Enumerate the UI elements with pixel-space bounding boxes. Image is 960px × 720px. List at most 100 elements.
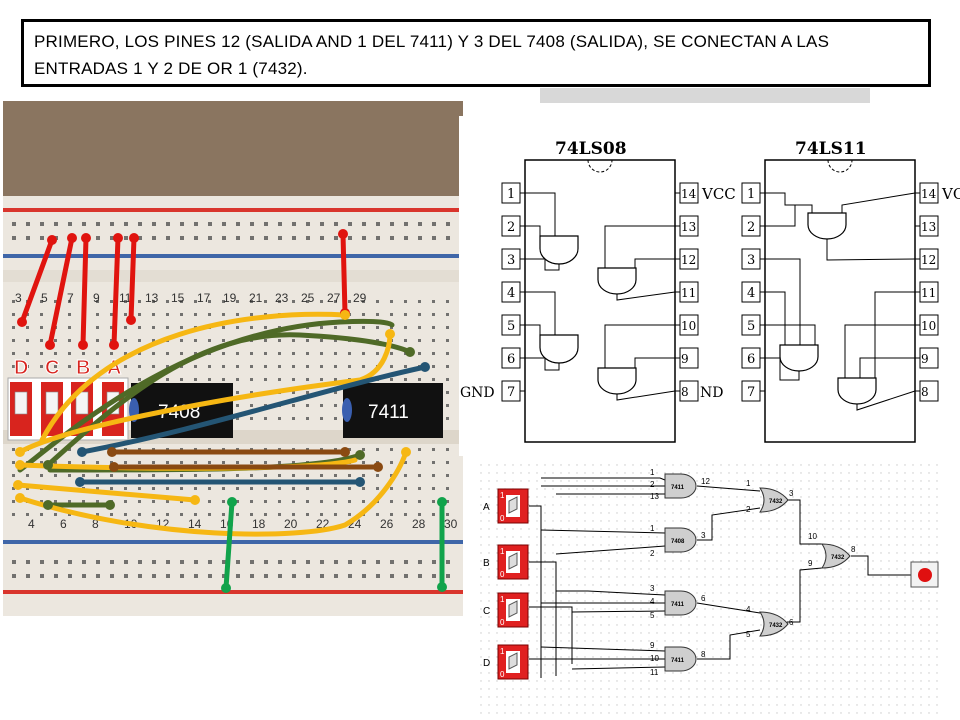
gate-pin: 2 [746,505,751,514]
pinout-74ls11: 74LS111234567141312111098VCCND [700,139,960,443]
instruction-banner: PRIMERO, LOS PINES 12 (SALIDA AND 1 DEL … [21,19,931,87]
switch-on-label: 1 [500,595,505,604]
gate-pin: 4 [650,597,655,606]
pin-label: 8 [681,385,689,399]
pin-label: 7 [747,385,755,400]
input-name: C [483,606,490,617]
or-gate-or2: 7432 4 5 6 [746,605,794,639]
gate-pin: 2 [650,549,655,558]
chip-title: 74LS11 [795,139,867,159]
gate-pin: 5 [650,611,655,620]
gate-label: 7411 [671,485,685,491]
gate-label: 7432 [769,499,783,505]
pin-label: 12 [921,253,936,267]
pin-label: 5 [747,319,755,334]
gate-pin-out: 6 [789,618,794,627]
pin-label: 11 [681,286,696,300]
switch-off-label: 0 [500,514,505,523]
pin-label: 2 [507,220,515,235]
input-switch-b[interactable]: 1 0 B [483,544,529,580]
input-name: D [483,658,490,669]
gate-pin: 1 [650,468,655,477]
pin-label: 13 [921,220,936,234]
vcc-label: VCC [941,185,960,203]
and-gate-symbol [779,344,819,372]
pin-label: 7 [507,385,515,400]
switch-off-label: 0 [500,670,505,679]
pin-label: 5 [507,319,515,334]
gate-pin: 1 [746,479,751,488]
pin-label: 10 [921,319,936,333]
pin-label: 11 [921,286,936,300]
gate-pin: 4 [746,605,751,614]
pin-label: 9 [681,352,689,366]
gnd-label: GND [460,385,495,401]
pin-label: 6 [747,352,755,367]
pin-label: 3 [507,253,515,268]
input-switch-d[interactable]: 1 0 D [483,644,529,680]
or-gate-or3: 7432 10 9 8 [808,532,856,569]
instruction-text: PRIMERO, LOS PINES 12 (SALIDA AND 1 DEL … [34,32,830,78]
gate-pin: 2 [650,480,655,489]
switch-off-label: 0 [500,570,505,579]
and-gate-gate4: 7411 9 10 11 8 [650,641,706,677]
gate-label: 7432 [831,555,845,561]
pin-label: 4 [747,286,755,301]
pin-label: 2 [747,220,755,235]
switch-on-label: 1 [500,491,505,500]
gate-pin: 9 [808,559,813,568]
gate-pin: 13 [650,492,659,501]
gate-pin: 11 [650,668,659,677]
pin-label: 13 [681,220,696,234]
pin-label: 14 [681,187,697,201]
pin-label: 4 [507,286,515,301]
schematic-gates: 7411121312740812374113456741191011874321… [650,468,856,677]
vcc-label: VCC [701,185,736,203]
gate-pin: 10 [650,654,659,663]
pin-label: 9 [921,352,929,366]
and-gate-symbol [597,367,637,395]
or-gate-or1: 7432 1 2 3 [746,479,794,514]
gate-label: 7411 [671,602,685,608]
and-gate-symbol [837,377,877,405]
gate-pin-out: 6 [701,594,706,603]
pin-label: 14 [921,187,937,201]
chip-title: 74LS08 [555,139,627,159]
and-gate-symbol [597,267,637,295]
gate-pin: 9 [650,641,655,650]
gate-label: 7411 [671,658,685,664]
gate-pin-out: 3 [789,489,794,498]
gate-pin-out: 8 [701,650,706,659]
input-name: A [483,502,490,513]
switch-on-label: 1 [500,647,505,656]
pin-label: 1 [747,187,755,202]
and-gate-symbol [807,212,847,240]
output-led [910,561,939,588]
pin-label: 6 [507,352,515,367]
and-gate-symbol [539,334,579,364]
input-switch-c[interactable]: 10C [483,592,529,628]
and-gate-symbol [539,235,579,265]
pin-label: 10 [681,319,696,333]
input-switch-a[interactable]: 1 0 A [483,488,529,524]
pin-label: 1 [507,187,515,202]
gate-pin: 10 [808,532,817,541]
switch-on-label: 1 [500,547,505,556]
gate-pin: 5 [746,630,751,639]
schematic-wiring [529,477,912,678]
input-name: B [483,558,490,569]
gate-label: 7432 [769,623,783,629]
gate-pin: 1 [650,524,655,533]
gate-pin-out: 12 [701,477,710,486]
gate-label: 7408 [671,539,685,545]
pin-label: 3 [747,253,755,268]
gate-pin-out: 8 [851,545,856,554]
pin-label: 12 [681,253,696,267]
pin-label: 8 [921,385,929,399]
